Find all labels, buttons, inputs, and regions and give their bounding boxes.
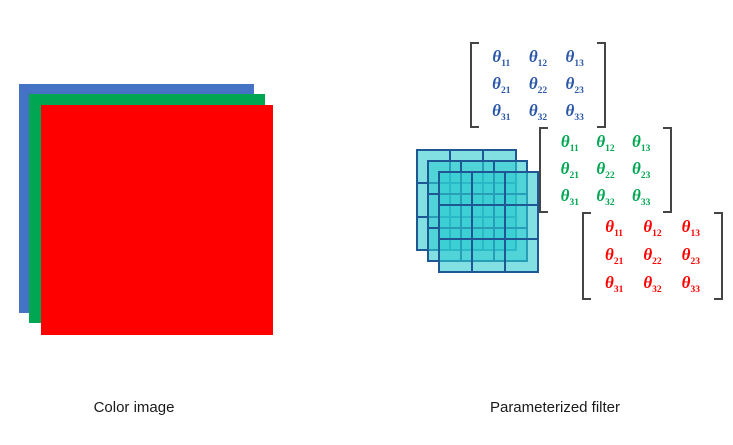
matrix-entry: θ11 (605, 216, 624, 240)
matrix-entry: θ33 (632, 186, 651, 209)
grid-cell (472, 172, 505, 206)
matrix-entry: θ23 (632, 158, 651, 182)
grid-cell (439, 172, 472, 206)
grid-cell (439, 238, 472, 272)
matrix-entry: θ21 (560, 158, 579, 182)
matrix-entry: θ12 (528, 46, 548, 69)
right-bracket (597, 42, 606, 128)
matrix-entry: θ32 (643, 272, 662, 296)
matrix-entry: θ23 (565, 73, 584, 97)
grid-cell (505, 238, 538, 272)
matrix-cells: θ11 θ12 θ13 θ21 θ22 θ23 θ31 θ32 θ33 (479, 42, 597, 128)
matrix-entry: θ31 (492, 101, 511, 124)
matrix-entry: θ31 (605, 272, 624, 296)
theta-matrix-red: θ11 θ12 θ13 θ21 θ22 θ23 θ31 θ32 θ33 (582, 212, 723, 300)
grid-cell (505, 205, 538, 239)
matrix-entry: θ12 (643, 216, 662, 240)
matrix-entry: θ22 (528, 73, 548, 97)
left-bracket (582, 212, 591, 300)
parameterized-filter-label: Parameterized filter (489, 399, 621, 416)
matrix-entry: θ31 (560, 186, 579, 209)
red-channel-square (41, 105, 273, 335)
left-bracket (539, 127, 548, 213)
theta-matrix-green: θ11 θ12 θ13 θ21 θ22 θ23 θ31 θ32 θ33 (539, 127, 672, 213)
color-image-label: Color image (93, 399, 175, 416)
theta-matrix-blue: θ11 θ12 θ13 θ21 θ22 θ23 θ31 θ32 θ33 (470, 42, 606, 128)
matrix-entry: θ23 (681, 244, 700, 268)
matrix-entry: θ13 (681, 216, 700, 240)
matrix-cells: θ11 θ12 θ13 θ21 θ22 θ23 θ31 θ32 θ33 (548, 127, 663, 213)
grid-cell (472, 238, 505, 272)
matrix-entry: θ22 (596, 158, 615, 182)
matrix-entry: θ21 (605, 244, 624, 268)
matrix-entry: θ32 (528, 101, 548, 124)
filter-grid-front (438, 171, 539, 273)
matrix-entry: θ21 (492, 73, 511, 97)
matrix-entry: θ11 (492, 46, 511, 69)
matrix-cells: θ11 θ12 θ13 θ21 θ22 θ23 θ31 θ32 θ33 (591, 212, 714, 300)
matrix-entry: θ13 (565, 46, 584, 69)
left-bracket (470, 42, 479, 128)
grid-cell (472, 205, 505, 239)
matrix-entry: θ11 (560, 131, 579, 154)
matrix-entry: θ22 (643, 244, 662, 268)
matrix-entry: θ32 (596, 186, 615, 209)
matrix-entry: θ12 (596, 131, 615, 154)
matrix-entry: θ33 (681, 272, 700, 296)
right-bracket (714, 212, 723, 300)
grid-cell (505, 172, 538, 206)
right-bracket (663, 127, 672, 213)
matrix-entry: θ33 (565, 101, 584, 124)
grid-cell (439, 205, 472, 239)
matrix-entry: θ13 (632, 131, 651, 154)
